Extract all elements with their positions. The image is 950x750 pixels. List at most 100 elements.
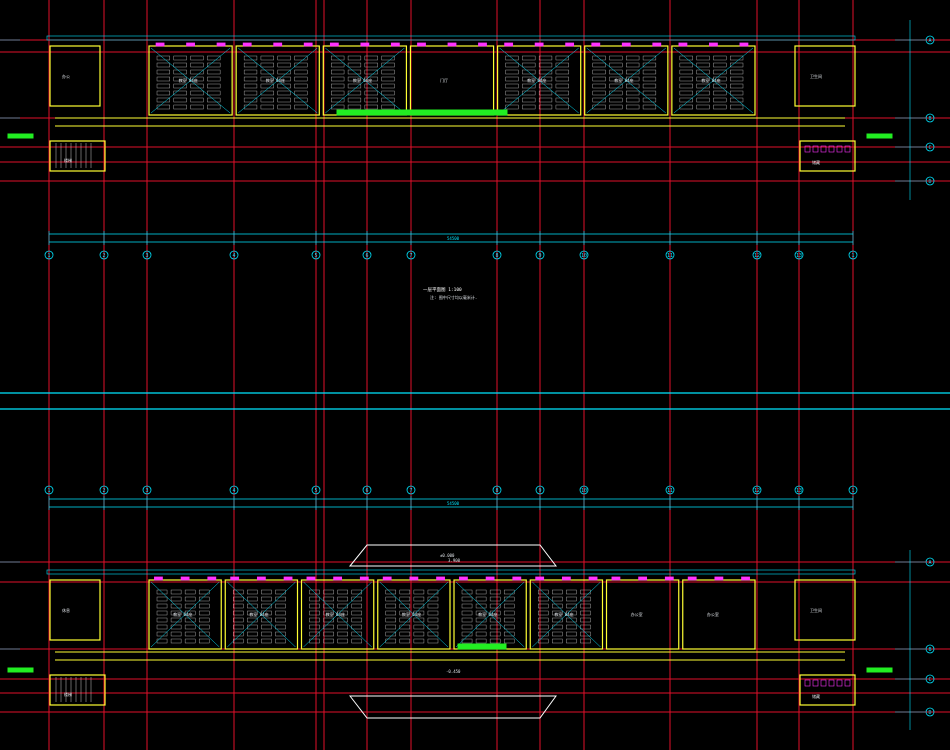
desk — [580, 596, 591, 602]
door-swing-diagonal — [150, 581, 220, 648]
desk — [505, 90, 519, 96]
desk — [294, 76, 308, 82]
classroom-r1: 教室 64座 — [148, 576, 222, 650]
door-swing-diagonal — [586, 47, 667, 114]
desk — [626, 104, 640, 110]
desk — [243, 76, 258, 82]
desk — [552, 624, 563, 630]
axis-bubble — [311, 485, 321, 495]
desk — [347, 55, 362, 61]
desk — [190, 97, 204, 103]
desk — [566, 589, 577, 595]
desk — [156, 617, 168, 623]
window-mark — [714, 576, 724, 581]
desk — [347, 90, 362, 96]
desk — [592, 97, 606, 103]
right-wing-label: 卫生间 — [810, 73, 822, 79]
desk — [351, 596, 362, 602]
window-mark — [621, 42, 631, 47]
desk — [413, 610, 425, 616]
desk — [247, 631, 258, 637]
desk — [184, 610, 196, 616]
axis-bubble-label: 4 — [232, 253, 235, 259]
desk — [260, 62, 274, 68]
desk — [538, 62, 553, 68]
desk — [309, 617, 320, 623]
axis-bubble-label: 10 — [581, 488, 587, 494]
desk — [190, 76, 204, 82]
desk — [538, 589, 549, 595]
desk — [626, 90, 640, 96]
window-mark — [230, 576, 240, 581]
desk — [156, 104, 170, 110]
desk — [198, 589, 210, 595]
desk — [580, 589, 591, 595]
desk — [427, 638, 439, 644]
desk — [247, 638, 258, 644]
window-mark — [459, 576, 468, 581]
row-bubble-label: A — [928, 560, 931, 566]
desk — [538, 610, 549, 616]
desk — [294, 62, 308, 68]
desk — [679, 90, 693, 96]
desk — [260, 104, 274, 110]
desk — [566, 638, 577, 644]
desk — [555, 90, 569, 96]
desk — [399, 631, 411, 637]
desk — [503, 610, 515, 616]
desk — [609, 97, 623, 103]
desk — [385, 624, 397, 630]
desk — [294, 55, 308, 61]
desk — [580, 624, 591, 630]
desk — [713, 97, 727, 103]
window-mark — [504, 42, 514, 47]
right-wing-wc — [799, 674, 856, 706]
desk — [243, 62, 258, 68]
room-label: 教室 64座 — [614, 77, 633, 83]
desk — [381, 69, 395, 75]
room-label: 办公室 — [707, 611, 719, 617]
desk — [190, 69, 204, 75]
desk — [413, 603, 425, 609]
desk — [351, 624, 362, 630]
desk — [566, 631, 577, 637]
desk — [626, 83, 640, 89]
desk — [261, 603, 272, 609]
desk — [331, 104, 345, 110]
desk — [260, 69, 274, 75]
window-mark — [447, 42, 457, 47]
window-mark — [652, 42, 662, 47]
window-mark — [283, 576, 293, 581]
desk — [385, 603, 397, 609]
desk — [713, 69, 727, 75]
desk — [173, 76, 187, 82]
desk — [190, 55, 204, 61]
desk — [679, 97, 693, 103]
axis-bubble-label: 11 — [667, 253, 673, 259]
row-bubble-label: C — [928, 145, 931, 151]
window-mark — [687, 576, 697, 581]
desk — [207, 76, 221, 82]
desk — [580, 617, 591, 623]
desk — [261, 638, 272, 644]
desk — [198, 596, 210, 602]
desk — [566, 624, 577, 630]
desk — [294, 104, 308, 110]
desk — [173, 104, 187, 110]
door-swing-diagonal — [673, 47, 754, 114]
upper-floor-plan: 教室 64座教室 64座教室 64座门厅教室 64座教室 64座教室 64座办公… — [7, 35, 893, 172]
desk — [609, 76, 623, 82]
stair-label: 楼梯 — [64, 157, 72, 163]
room-label: 教室 64座 — [554, 611, 573, 617]
desk — [580, 631, 591, 637]
window-mark — [154, 576, 163, 581]
classroom-r6: 教室 64座 — [529, 576, 604, 650]
desk — [243, 69, 258, 75]
desk — [427, 610, 439, 616]
desk — [198, 631, 210, 637]
row-bubble-label: B — [928, 647, 931, 653]
axis-bubble — [752, 250, 762, 260]
desk — [207, 104, 221, 110]
desk — [173, 69, 187, 75]
desk — [323, 638, 334, 644]
